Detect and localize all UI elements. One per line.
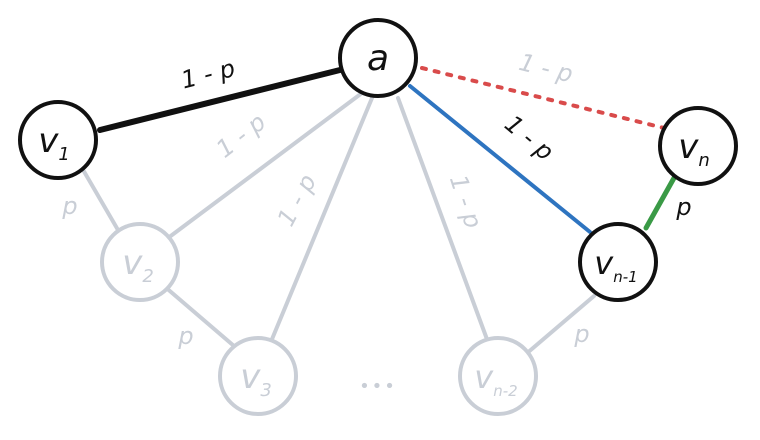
node-vn1: vn-1: [578, 222, 658, 302]
node-v2: v2: [100, 222, 180, 302]
svg-text:v3: v3: [240, 357, 272, 401]
label-a-v2: 1 - p: [211, 108, 271, 164]
node-v3: v3: [218, 336, 298, 416]
edge-a-v3: [268, 96, 374, 346]
svg-text:vn: vn: [678, 127, 710, 171]
node-v3-main: v: [240, 357, 261, 397]
edge-a-vn2: [396, 96, 490, 344]
node-a: a: [338, 18, 418, 98]
edge-labels: 1 - p 1 - p 1 - p p 1 - p 1 - p 1 - p p …: [61, 48, 691, 350]
node-vn2-main: v: [474, 358, 494, 396]
node-v1-sub: 1: [58, 144, 69, 165]
edge-v1-v2: [80, 166, 120, 232]
edge-a-vn: [420, 66, 666, 130]
label-v1-v2: p: [61, 192, 77, 220]
edge-vn2-vn1: [524, 294, 596, 356]
svg-text:vn-1: vn-1: [594, 244, 637, 286]
label-v2-v3: p: [177, 322, 193, 350]
node-v2-main: v: [122, 243, 143, 283]
node-v1-main: v: [38, 121, 59, 161]
label-a-v3: 1 - p: [272, 170, 322, 231]
label-a-vn2: 1 - p: [444, 171, 487, 231]
label-vn2-vn1: p: [573, 320, 589, 348]
node-a-label: a: [367, 38, 389, 79]
svg-text:v1: v1: [38, 121, 70, 165]
edge-v2-v3: [162, 284, 236, 348]
label-vn1-vn: p: [675, 193, 691, 221]
node-vn1-sub: n-1: [613, 268, 637, 286]
node-v3-sub: 3: [260, 380, 271, 401]
node-vn2: vn-2: [458, 336, 538, 416]
edge-a-vn1: [408, 84, 592, 234]
node-vn1-main: v: [594, 244, 614, 282]
label-a-vn: 1 - p: [516, 48, 576, 88]
ellipsis: •••: [359, 376, 397, 397]
faded-edges: [80, 88, 596, 356]
edge-a-v2: [166, 88, 368, 240]
node-vn: vn: [658, 106, 738, 186]
node-vn-sub: n: [698, 150, 709, 171]
label-a-vn1: 1 - p: [499, 110, 559, 166]
edge-a-v1: [97, 67, 343, 133]
node-v2-sub: 2: [142, 266, 153, 287]
svg-text:vn-2: vn-2: [474, 358, 517, 400]
svg-text:v2: v2: [122, 243, 154, 287]
node-vn2-sub: n-2: [493, 382, 517, 400]
node-vn-main: v: [678, 127, 699, 167]
label-a-v1: 1 - p: [178, 54, 238, 94]
node-v1: v1: [18, 100, 98, 180]
edge-vn1-vn: [643, 175, 677, 231]
